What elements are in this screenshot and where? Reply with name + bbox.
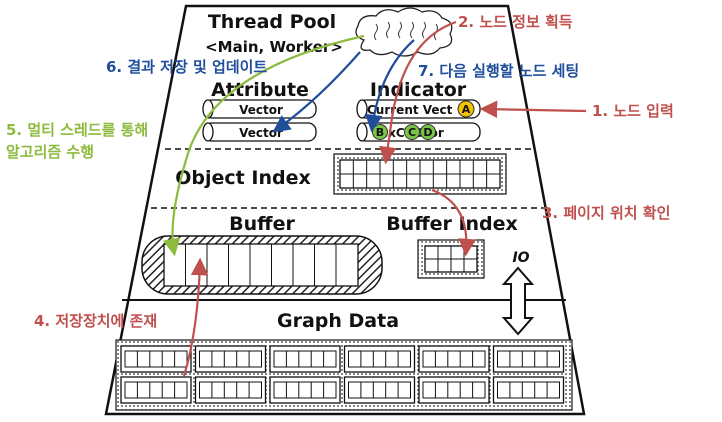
object-index-title: Object Index [175, 167, 310, 189]
step3-label: 3. 페이지 위치 확인 [542, 204, 670, 222]
thread-pool-title: Thread Pool [208, 11, 336, 33]
step2-arrow [379, 20, 457, 165]
step6-arrow [272, 51, 361, 133]
current-vector-label: Current Vect [367, 103, 453, 117]
graph-data-page [343, 345, 416, 373]
step5-label-line1: 5. 멀티 스레드를 통해 [6, 121, 148, 139]
step1-label: 1. 노드 입력 [592, 102, 674, 120]
graph-data-page [194, 376, 267, 404]
graph-data-page [269, 376, 341, 404]
next-node-badge-d-label: D [423, 126, 432, 139]
buffer-index-table [417, 239, 485, 279]
step2-label: 2. 노드 정보 획득 [458, 13, 573, 31]
graph-data-page [343, 376, 416, 404]
graph-data-page [120, 345, 192, 373]
graph-data-page [418, 376, 490, 404]
current-node-badge [457, 100, 475, 118]
graph-data-pages [115, 339, 573, 411]
graph-data-page [492, 345, 565, 373]
attribute-vector-2-label: Vector [239, 126, 283, 140]
next-node-badge-c-label: C [408, 126, 416, 139]
buffer-block [141, 235, 383, 295]
current-vector: Current Vect A [356, 99, 481, 119]
attribute-title: Attribute [211, 79, 309, 101]
buffer-title: Buffer [229, 213, 295, 235]
buffer-index-title: Buffer Index [386, 213, 518, 235]
attribute-vector-2: Vector [202, 122, 317, 142]
graph-data-page [120, 376, 192, 404]
graph-data-page [418, 345, 490, 373]
double-vertical-arrow-icon [501, 266, 535, 336]
next-node-badge-c [404, 124, 420, 140]
io-label: IO [512, 250, 529, 266]
step4-label: 4. 저장장치에 존재 [34, 312, 157, 330]
step6-label: 6. 결과 저장 및 업데이트 [106, 58, 267, 76]
graph-data-page [194, 345, 267, 373]
attribute-vector-1-label: Vector [239, 103, 283, 117]
graph-data-title: Graph Data [277, 310, 399, 332]
current-node-badge-label: A [462, 103, 471, 116]
object-index-table [333, 153, 507, 195]
next-vector: exCVDtor B C D [356, 122, 481, 142]
next-node-badge-b-label: B [376, 126, 384, 139]
step5-arrow [162, 34, 365, 257]
step1-arrow [479, 100, 587, 119]
step7-arrow [365, 39, 415, 133]
indicator-title: Indicator [370, 79, 467, 101]
step4-arrow [182, 257, 209, 377]
graph-data-page [269, 345, 341, 373]
step3-arrow [431, 188, 476, 257]
next-node-badge-d [420, 124, 436, 140]
graph-data-page [492, 376, 565, 404]
step5-label-line2: 알고리즘 수행 [6, 143, 94, 161]
step7-label: 7. 다음 실행할 노드 세팅 [418, 62, 579, 80]
